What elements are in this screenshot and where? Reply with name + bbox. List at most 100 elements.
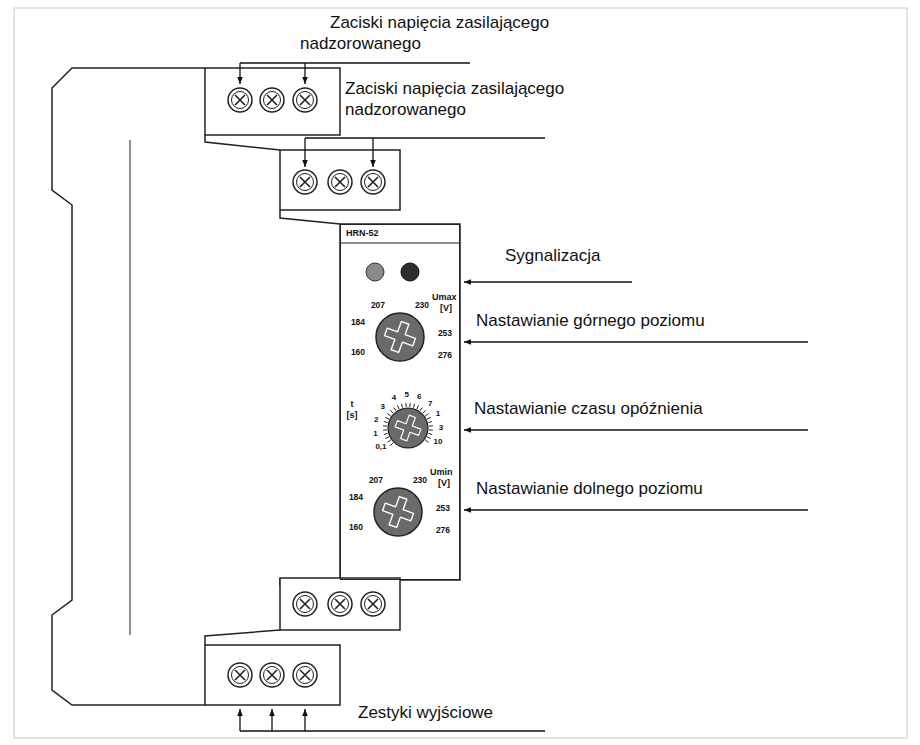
dial-tick xyxy=(427,437,431,439)
frame xyxy=(14,8,907,738)
scale-number: 6 xyxy=(417,393,421,401)
callout-text: Nastawianie górnego poziomu xyxy=(476,312,705,329)
setting-dials xyxy=(374,488,422,536)
scale-number: 276 xyxy=(436,526,450,535)
leader-lines xyxy=(240,730,545,731)
scale-number: 5 xyxy=(405,391,409,399)
leader-lines xyxy=(271,709,272,731)
dial-tick xyxy=(420,408,422,411)
callout-text: Sygnalizacja xyxy=(505,247,600,264)
leader-lines xyxy=(304,709,305,731)
dial-tick xyxy=(429,425,433,426)
scale-number: 207 xyxy=(371,301,385,310)
scale-number: 184 xyxy=(351,318,365,327)
dial-tick xyxy=(388,414,391,416)
setting-dials xyxy=(374,313,433,536)
terminal-screws xyxy=(228,663,252,687)
scale-number: 276 xyxy=(438,351,452,360)
leader-lines xyxy=(304,138,305,167)
scale-number: 230 xyxy=(415,301,429,310)
setting-dials xyxy=(383,403,433,446)
leader-lines xyxy=(240,62,470,63)
housing xyxy=(52,68,205,705)
dial-tick xyxy=(409,403,410,407)
leader-lines xyxy=(464,429,808,430)
dial-caption: Umax xyxy=(432,293,457,302)
device-model: HRN-52 xyxy=(341,225,459,241)
dial-tick xyxy=(385,437,389,439)
housing xyxy=(280,578,400,630)
dial-tick xyxy=(425,414,428,416)
dial-tick xyxy=(390,410,393,413)
housing xyxy=(340,224,460,580)
terminal-screws xyxy=(228,88,385,687)
leader-lines xyxy=(464,281,632,282)
housing xyxy=(205,645,340,705)
dial-tick xyxy=(388,440,391,442)
setting-dials xyxy=(376,313,424,361)
leader-lines xyxy=(239,709,240,731)
housing xyxy=(205,630,280,645)
scale-number: 0,1 xyxy=(375,443,386,451)
dial-tick xyxy=(397,405,399,409)
terminal-screws xyxy=(361,592,385,616)
setting-dials xyxy=(388,408,428,448)
dial-tick xyxy=(383,425,387,426)
leader-lines xyxy=(464,509,808,510)
dial-tick xyxy=(384,422,388,423)
dial-unit: [s] xyxy=(347,411,358,420)
scale-number: 1 xyxy=(373,430,377,438)
dial-tick xyxy=(425,440,428,442)
dial-tick xyxy=(413,404,414,408)
callout-text: Zaciski napięcia zasilającego nadzorowan… xyxy=(345,78,645,120)
leader-lines xyxy=(304,63,305,84)
terminal-screws xyxy=(328,592,352,616)
leader-lines xyxy=(372,138,373,167)
scale-number: 3 xyxy=(381,403,385,411)
dial-unit: [V] xyxy=(438,479,450,488)
dial-tick xyxy=(390,443,393,446)
dial-tick xyxy=(423,410,426,413)
dial-tick xyxy=(394,408,396,411)
scale-number: 10 xyxy=(434,438,443,446)
scale-number: 7 xyxy=(428,400,432,408)
setting-dials xyxy=(388,408,428,448)
scale-number: 4 xyxy=(392,394,396,402)
housing xyxy=(280,210,340,224)
terminal-screws xyxy=(260,663,284,687)
housing xyxy=(205,68,340,135)
housing xyxy=(280,150,400,210)
terminal-screws xyxy=(293,170,317,194)
dial-tick xyxy=(402,404,403,408)
dial-tick xyxy=(428,422,432,423)
leader-lines xyxy=(305,137,545,138)
dial-caption: t xyxy=(351,400,354,409)
housing xyxy=(340,243,460,244)
indicator-leds xyxy=(366,263,384,281)
scale-number: 160 xyxy=(349,523,363,532)
leader-lines xyxy=(240,63,808,731)
dial-tick xyxy=(429,429,433,430)
scale-number: 184 xyxy=(349,493,363,502)
scale-number: 207 xyxy=(369,476,383,485)
scale-number: 253 xyxy=(438,329,452,338)
dial-tick xyxy=(384,433,388,434)
dial-tick xyxy=(428,433,432,434)
indicator-leds xyxy=(366,263,419,281)
indicator-leds xyxy=(401,263,419,281)
terminal-screws xyxy=(361,170,385,194)
terminal-screws xyxy=(328,170,352,194)
housing xyxy=(205,135,280,150)
dial-unit: [V] xyxy=(440,304,452,313)
terminal-screws xyxy=(293,592,317,616)
frame xyxy=(14,8,907,738)
dial-tick xyxy=(427,417,431,419)
housing xyxy=(52,68,460,705)
dial-caption: Umin xyxy=(430,468,453,477)
housing xyxy=(130,140,131,635)
scale-number: 3 xyxy=(439,424,443,432)
callout-text: Zaciski napięcia zasilającego nadzorowan… xyxy=(300,12,600,54)
dial-tick xyxy=(405,403,406,407)
leader-lines xyxy=(464,341,808,342)
terminal-screws xyxy=(293,663,317,687)
